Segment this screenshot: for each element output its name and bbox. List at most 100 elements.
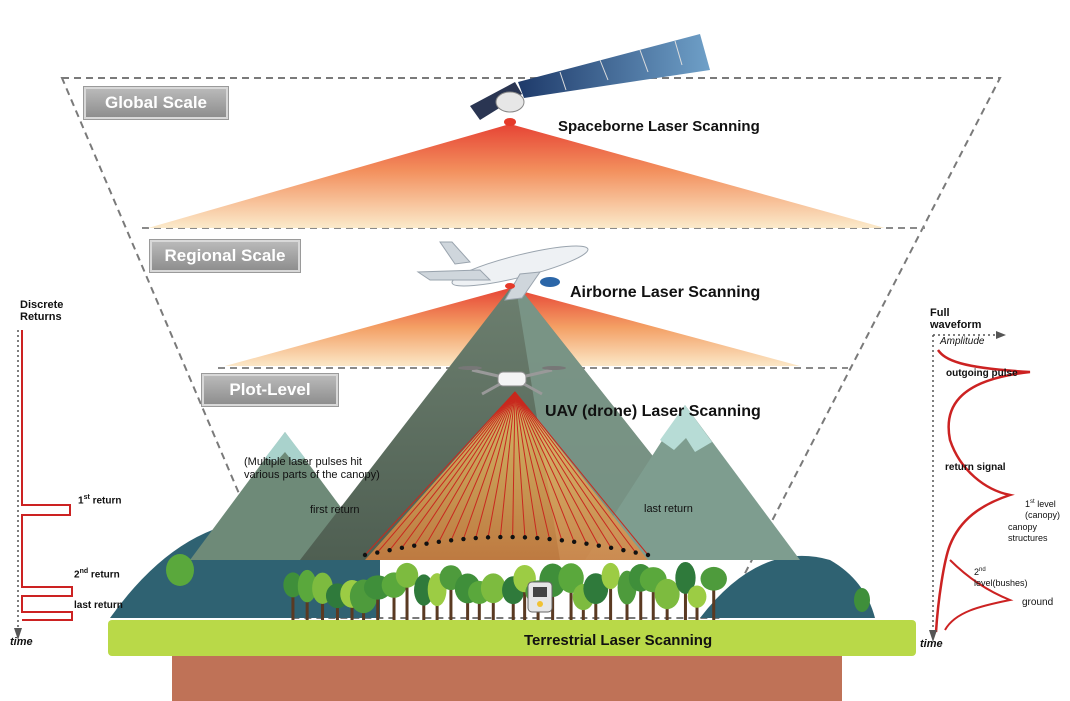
laser-ray: [450, 391, 516, 541]
terrestrial-label: Terrestrial Laser Scanning: [524, 632, 713, 649]
tree-trunk: [594, 594, 598, 620]
tree-crown: [854, 588, 870, 612]
return-point: [424, 541, 429, 546]
tree-trunk: [350, 599, 354, 620]
global-scale-tag: Global Scale: [84, 87, 228, 119]
tree-trunk: [291, 591, 295, 620]
full-waveform-plot: [929, 331, 1031, 642]
laser-ray: [514, 391, 649, 556]
laser-ray: [514, 391, 637, 553]
return-point: [448, 538, 454, 543]
discrete-time-label: time: [10, 636, 33, 648]
left-mountain-snow: [265, 432, 305, 462]
last-return-discrete: last return: [74, 600, 123, 611]
return-point: [621, 547, 626, 553]
level1-sup: st: [1030, 499, 1035, 505]
laser-ray: [514, 391, 526, 538]
tree-trunk: [569, 586, 573, 620]
tree-crown: [700, 566, 727, 591]
level2-num: 2: [974, 567, 980, 577]
tree-crown: [654, 578, 680, 610]
return-point: [473, 535, 478, 541]
first-return-label: first return: [310, 504, 360, 516]
tree-trunk: [683, 586, 687, 620]
canopy-struct-line2: structures: [1008, 533, 1048, 543]
laser-ray: [514, 391, 624, 551]
return-point: [461, 536, 466, 542]
tree-crown: [601, 562, 620, 590]
terrestrial-scanner: [527, 581, 553, 613]
tree-trunk: [581, 601, 585, 620]
tree-trunk: [639, 586, 643, 620]
return-point: [510, 534, 515, 540]
level1-text: level: [1034, 499, 1056, 509]
laser-ray: [413, 391, 516, 546]
canopy-structures-label: canopy structures: [1008, 522, 1048, 544]
discrete-signal: [21, 330, 73, 621]
forest: [166, 554, 870, 620]
tree-trunk: [651, 587, 655, 620]
tree-crown: [480, 573, 506, 604]
tree-trunk: [466, 594, 470, 620]
amplitude-label: Amplitude: [940, 336, 985, 347]
tree-trunk: [321, 594, 325, 620]
airborne-label: Airborne Laser Scanning: [570, 284, 761, 301]
laser-ray: [514, 391, 538, 539]
soil-layer: [172, 656, 842, 701]
waveform-title-line2: waveform: [930, 319, 982, 331]
return-point: [608, 545, 614, 551]
tree-trunk: [609, 584, 613, 620]
return-point: [584, 541, 589, 546]
regional-scale-tag: Regional Scale: [150, 240, 300, 272]
second-return-sup: nd: [79, 568, 89, 575]
return-point: [399, 545, 405, 551]
return-point: [633, 550, 638, 555]
return-point: [387, 547, 392, 553]
tree-trunk: [305, 592, 309, 620]
return-signal-label: return signal: [945, 462, 1006, 473]
second-return-suffix: return: [88, 569, 120, 581]
laser-ray: [512, 391, 516, 538]
ground-label: ground: [1022, 597, 1054, 608]
tree-trunk: [665, 599, 669, 620]
waveform-title-line1: Full: [930, 307, 950, 319]
laser-ray: [514, 391, 551, 540]
uav-drone: [458, 366, 566, 396]
last-return-label: last return: [644, 503, 693, 515]
return-point: [362, 552, 368, 558]
return-point: [375, 550, 380, 555]
first-return-sup: st: [83, 494, 90, 501]
return-point: [522, 535, 528, 540]
laser-ray: [364, 391, 516, 556]
tree-trunk: [511, 596, 515, 620]
waveform-signal: [934, 349, 1031, 633]
laser-ray: [514, 391, 600, 546]
laser-ray: [514, 391, 587, 544]
return-point: [498, 534, 503, 540]
waveform-title: Full waveform: [930, 307, 981, 331]
return-point: [559, 538, 565, 543]
tree-trunk: [625, 594, 629, 620]
airplane: [416, 241, 589, 301]
level2-text: level(bushes): [974, 578, 1028, 588]
right-mountain: [585, 405, 800, 560]
spaceborne-beam: [148, 124, 885, 228]
canopy-note: (Multiple laser pulses hit various parts…: [244, 456, 380, 482]
second-return-num: 2: [74, 569, 80, 581]
tree-crown: [675, 561, 696, 594]
laser-ray: [376, 391, 516, 553]
discrete-title-line2: Returns: [20, 311, 62, 323]
tree-crown: [583, 573, 609, 605]
tree-crown: [395, 562, 419, 588]
level1-label: 1st level (canopy): [1025, 497, 1060, 521]
level2-label: 2nd level(bushes): [974, 565, 1028, 589]
tree-trunk: [335, 600, 339, 620]
tree-trunk: [551, 588, 555, 620]
laser-ray: [401, 391, 516, 549]
tree-trunk: [712, 587, 716, 620]
tree-crown: [558, 563, 584, 593]
spaceborne-label: Spaceborne Laser Scanning: [558, 118, 760, 135]
tree-trunk: [435, 595, 439, 620]
tree-trunk: [523, 586, 527, 620]
